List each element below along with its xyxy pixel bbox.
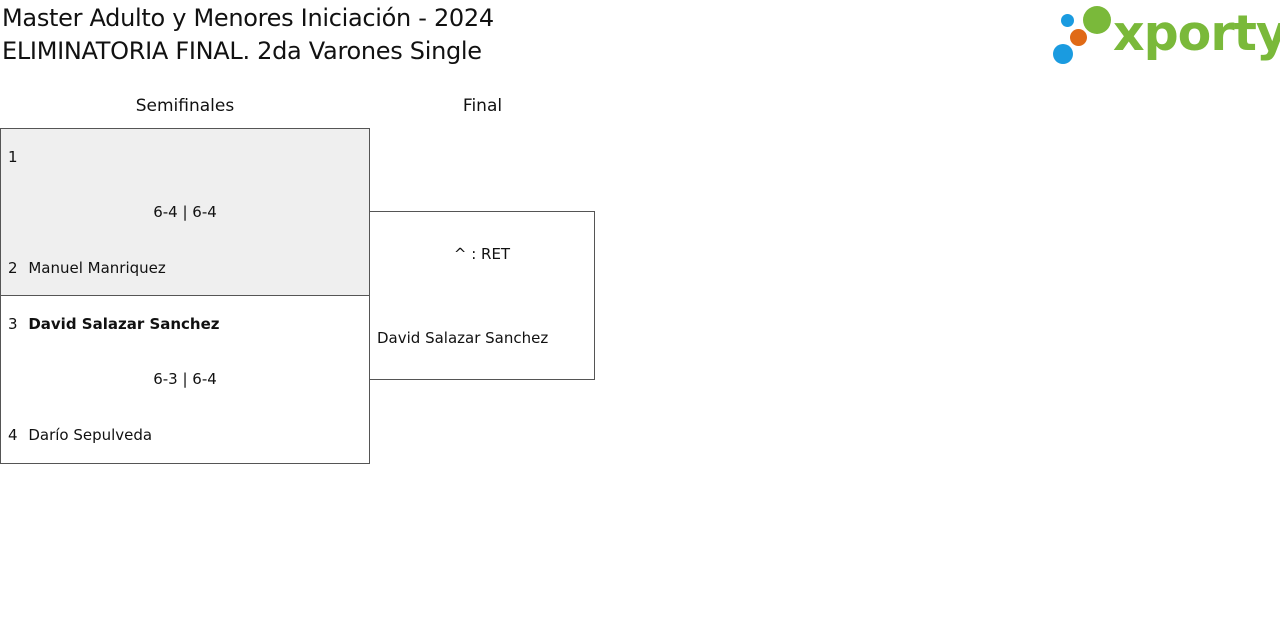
bracket-slot: 3 David Salazar Sanchez [8, 315, 220, 333]
player-name-winner[interactable]: David Salazar Sanchez [28, 315, 220, 333]
logo-dot-icon [1061, 14, 1074, 27]
logo-dot-icon [1070, 29, 1087, 46]
xporty-logo[interactable]: xporty [1050, 4, 1280, 68]
tournament-title: Master Adulto y Menores Iniciación - 202… [2, 4, 494, 32]
seed-number: 4 [8, 426, 18, 444]
bracket-slot: 2 Manuel Manriquez [8, 259, 166, 277]
player-name[interactable]: Darío Sepulveda [28, 426, 153, 444]
bracket-slot: 4 Darío Sepulveda [8, 426, 152, 444]
seed-number: 3 [8, 315, 18, 333]
semifinal-match-1: 1 6-4 | 6-4 2 Manuel Manriquez [0, 128, 370, 296]
semifinal-match-2: 3 David Salazar Sanchez 6-3 | 6-4 4 Darí… [0, 295, 370, 464]
final-match: ^ : RET David Salazar Sanchez [369, 211, 595, 380]
round-title-final: Final [462, 96, 503, 116]
match-score: 6-4 | 6-4 [153, 203, 217, 221]
draw-subtitle: ELIMINATORIA FINAL. 2da Varones Single [2, 37, 482, 65]
seed-number: 2 [8, 259, 18, 277]
bracket-slot: 1 [8, 148, 24, 166]
final-player-name[interactable]: David Salazar Sanchez [377, 329, 549, 347]
seed-number: 1 [8, 148, 18, 166]
logo-dot-icon [1083, 6, 1111, 34]
retirement-note: ^ : RET [453, 245, 511, 263]
player-name[interactable]: Manuel Manriquez [28, 259, 166, 277]
round-title-semifinals: Semifinales [135, 96, 235, 116]
logo-wordmark: xporty [1113, 5, 1280, 62]
logo-dot-icon [1053, 44, 1073, 64]
match-score: 6-3 | 6-4 [153, 370, 217, 388]
